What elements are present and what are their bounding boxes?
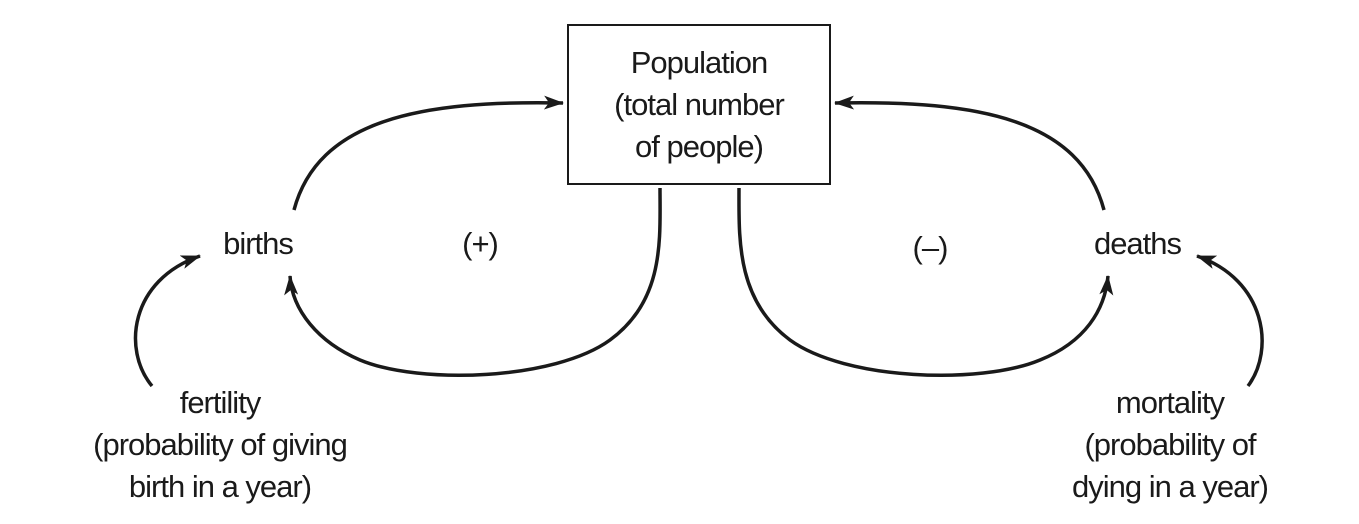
population-title: Population — [630, 44, 769, 80]
fertility-desc-line-1: (probability of giving — [93, 427, 348, 462]
positive-loop-sign: (+) — [462, 226, 499, 261]
population-desc-line-2: of people) — [635, 128, 764, 164]
mortality-desc-line-1: (probability of — [1084, 427, 1256, 462]
births-label: births — [223, 226, 294, 261]
mortality-desc-line-2: dying in a year) — [1072, 469, 1269, 504]
population-box: Population (total number of people) — [567, 24, 831, 185]
mortality-label: mortality (probability of dying in a yea… — [1040, 382, 1300, 508]
population-desc-line-1: (total number — [614, 86, 785, 122]
arrow-deaths-to-population — [834, 95, 1106, 211]
mortality-title: mortality — [1115, 385, 1225, 420]
arrow-births-to-population — [292, 95, 564, 211]
fertility-label: fertility (probability of giving birth i… — [60, 382, 380, 508]
arrow-mortality-to-deaths — [1196, 254, 1264, 388]
fertility-title: fertility — [179, 385, 262, 420]
deaths-label: deaths — [1093, 226, 1182, 261]
fertility-desc-line-2: birth in a year) — [128, 469, 312, 504]
arrow-fertility-to-births — [133, 254, 201, 388]
arrow-population-to-deaths — [737, 187, 1114, 378]
arrow-population-to-births — [284, 187, 662, 378]
negative-loop-sign: (–) — [912, 230, 949, 265]
